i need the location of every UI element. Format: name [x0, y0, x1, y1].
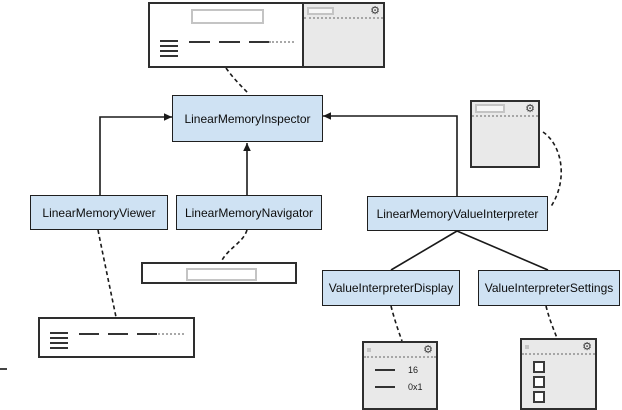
node-label: LinearMemoryInspector: [184, 111, 311, 126]
inspector-mockup-main-pane: [150, 4, 302, 66]
dash-mockup-interpreter: [542, 131, 563, 209]
inspector-mockup-side-pane: ⚙: [302, 4, 383, 66]
dash-navigator-mockup: [220, 229, 248, 263]
node-label: ValueInterpreterDisplay: [328, 281, 454, 295]
inspector-ui-mockup: ⚙: [148, 2, 385, 68]
address-lines: [50, 332, 68, 352]
node-linear-memory-navigator: LinearMemoryNavigator: [176, 195, 322, 230]
ascii-dots: [269, 41, 294, 43]
byte-dashes: [79, 333, 157, 335]
display-input-mockup: [367, 347, 371, 352]
arrowhead-bottom: [243, 143, 251, 151]
arrowhead-left: [164, 113, 172, 121]
display-ui-mockup: ⚙ 16 0x1: [362, 341, 438, 410]
address-input-mockup: [191, 9, 264, 24]
interpreter-mockup-header: ⚙: [472, 102, 538, 117]
node-label: LinearMemoryNavigator: [184, 205, 314, 220]
node-value-interpreter-display: ValueInterpreterDisplay: [322, 270, 460, 306]
gear-icon: ⚙: [423, 343, 433, 356]
gear-icon: ⚙: [582, 340, 592, 353]
settings-ui-mockup: ⚙: [520, 338, 597, 410]
edge-inspector-interpreter: [323, 115, 458, 196]
gear-icon: ⚙: [525, 102, 535, 115]
value-row: 16: [375, 365, 418, 375]
node-linear-memory-value-interpreter: LinearMemoryValueInterpreter: [367, 196, 548, 231]
address-lines: [160, 40, 178, 60]
checkbox: [533, 391, 545, 403]
dash-display-mockup: [390, 305, 403, 342]
dash-settings-mockup: [545, 305, 558, 339]
node-linear-memory-viewer: LinearMemoryViewer: [30, 195, 168, 230]
interpreter-ui-mockup: ⚙: [470, 100, 540, 168]
node-value-interpreter-settings: ValueInterpreterSettings: [478, 270, 620, 306]
edge-interpreter-display: [390, 230, 458, 271]
stray-mark: [0, 368, 7, 370]
navigator-input-mockup: [186, 268, 257, 281]
checkbox: [533, 376, 545, 388]
navigator-ui-mockup: [141, 262, 297, 284]
settings-mockup-header: ⚙: [522, 340, 595, 355]
gear-icon: ⚙: [370, 4, 380, 17]
node-label: ValueInterpreterSettings: [484, 281, 614, 295]
checkbox: [533, 361, 545, 373]
edge-interpreter-settings: [456, 230, 549, 271]
arrowhead-right: [323, 112, 331, 120]
settings-input-mockup: [525, 344, 529, 349]
settings-checkboxes: [533, 361, 545, 406]
value-type-line: [375, 369, 395, 371]
side-input-mockup: [307, 6, 334, 15]
ascii-dots: [158, 333, 184, 335]
value-text: 0x1: [408, 382, 423, 392]
viewer-ui-mockup: [38, 317, 195, 358]
node-label: LinearMemoryViewer: [42, 205, 156, 220]
display-mockup-header: ⚙: [364, 343, 436, 358]
dash-viewer-mockup: [97, 229, 117, 318]
node-label: LinearMemoryValueInterpreter: [376, 206, 539, 221]
edge-inspector-viewer: [99, 116, 172, 195]
dash-mockup-inspector: [225, 67, 250, 95]
value-text: 16: [408, 365, 419, 375]
node-linear-memory-inspector: LinearMemoryInspector: [172, 95, 323, 142]
byte-dashes: [189, 41, 270, 43]
value-type-line: [375, 386, 395, 388]
side-pane-header: ⚙: [304, 4, 383, 19]
value-row: 0x1: [375, 382, 423, 392]
interpreter-input-mockup: [475, 104, 505, 113]
